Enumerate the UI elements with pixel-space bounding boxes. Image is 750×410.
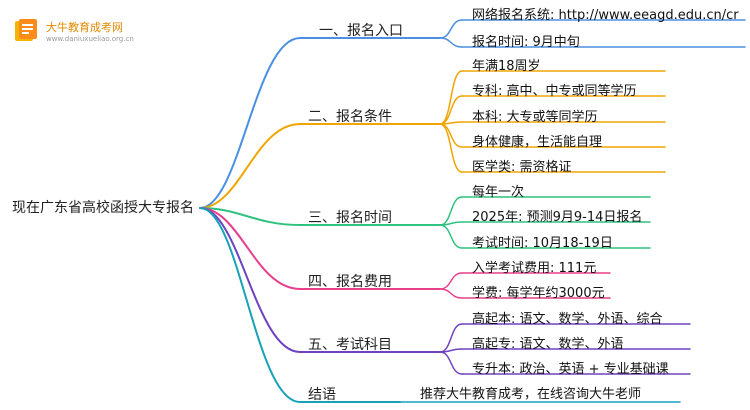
connector-line	[199, 207, 301, 353]
branch-label: 四、报名费用	[308, 274, 392, 290]
branch-label: 结语	[308, 387, 336, 403]
leaf-item: 每年一次	[472, 185, 525, 200]
leaf-item: 报名时间: 9月中旬	[472, 35, 580, 50]
connector-line	[439, 288, 463, 299]
leaf-item: 入学考试费用: 111元	[472, 261, 597, 276]
branch-label: 三、报名时间	[308, 210, 392, 226]
leaf-item: 医学类: 需资格证	[472, 160, 572, 175]
connector-line	[439, 19, 463, 39]
connector-line	[439, 123, 463, 173]
connector-line	[199, 207, 301, 403]
leaf-item: 本科: 大专或等同学历	[472, 110, 598, 125]
leaf-item: 考试时间: 10月18-19日	[472, 236, 613, 251]
brand-logo: 大牛教育成考网 www.daniuxueliao.org.cn	[12, 14, 162, 50]
branch-label: 一、报名入口	[319, 23, 403, 39]
book-logo-icon	[15, 19, 37, 41]
connector-line	[199, 207, 301, 226]
brand-name: 大牛教育成考网	[46, 21, 123, 34]
connector-line	[439, 351, 463, 375]
leaf-item: 推荐大牛教育成考，在线咨询大牛老师	[420, 387, 642, 402]
connector-line	[199, 123, 301, 209]
branch-label: 二、报名条件	[308, 109, 392, 125]
connector-line	[439, 95, 463, 125]
connector-line	[199, 207, 301, 290]
leaf-item: 网络报名系统: http://www.eeagd.edu.cn/cr	[472, 8, 739, 23]
connector-line	[439, 123, 463, 148]
connector-line	[439, 323, 463, 353]
leaf-item: 高起本: 语文、数学、外语、综合	[472, 312, 663, 327]
root-topic: 现在广东省高校函授大专报名	[12, 200, 194, 216]
connector-line	[199, 37, 301, 209]
connector-line	[439, 224, 463, 249]
brand-site: www.daniuxueliao.org.cn	[46, 35, 134, 43]
connector-line	[439, 196, 463, 226]
leaf-item: 专科: 高中、中专或同等学历	[472, 84, 637, 99]
leaf-item: 年满18周岁	[472, 59, 541, 74]
connector-line	[439, 272, 463, 290]
leaf-item: 身体健康，生活能自理	[472, 135, 603, 150]
branch-label: 五、考试科目	[308, 337, 392, 353]
connector-line	[439, 37, 463, 48]
leaf-item: 高起专: 语文、数学、外语	[472, 337, 624, 352]
leaf-item: 2025年: 预测9月9-14日报名	[472, 210, 643, 225]
leaf-item: 学费: 每学年约3000元	[472, 286, 605, 301]
leaf-item: 专升本: 政治、英语 + 专业基础课	[472, 362, 669, 377]
